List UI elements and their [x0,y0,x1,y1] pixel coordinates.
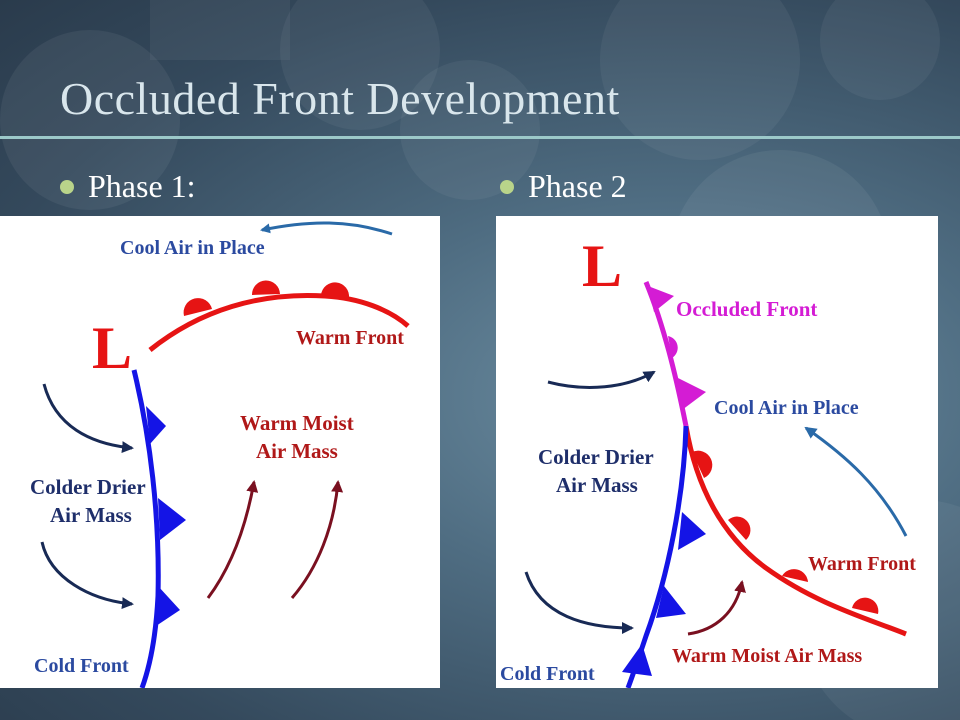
colder-air-label: Colder Drier [538,445,654,469]
warm-air-arrow [206,480,259,599]
warm-moist-label: Air Mass [256,439,338,463]
warm-front-semicircle [251,280,280,295]
cool-air-arrow [804,426,908,537]
cold-front-line [131,369,161,688]
bullet-dot [60,179,74,194]
warm-moist-label: Warm Moist [240,411,354,435]
cool-air-label: Cool Air in Place [714,397,859,419]
warm-moist-label: Warm Moist Air Mass [672,645,862,667]
warm-front-label: Warm Front [296,327,404,349]
occluded-front-triangle [648,286,674,312]
warm-front-label: Warm Front [808,553,916,575]
warm-air-arrow [687,580,746,636]
low-pressure-symbol: L [92,315,132,381]
phase1-heading: Phase 1: [60,168,196,205]
phase1-heading-text: Phase 1: [88,168,196,204]
colder-air-label: Air Mass [556,473,638,497]
warm-front-semicircle [728,516,751,540]
cool-air-label: Cool Air in Place [120,237,265,259]
warm-front-semicircle [321,282,350,298]
warm-front-semicircle [852,597,879,614]
warm-air-arrow [290,480,344,599]
cold-front-triangle [622,644,652,676]
occluded-front-semicircle [668,336,678,358]
title-divider [0,136,960,139]
colder-air-arrow [524,571,634,634]
cold-front-triangle [158,498,186,540]
colder-air-arrow [547,370,656,389]
occluded-front-label: Occluded Front [676,297,817,321]
cold-front-label: Cold Front [500,663,595,685]
cold-front-label: Cold Front [34,655,129,677]
phase2-heading-text: Phase 2 [528,168,627,204]
warm-front-line [683,425,907,637]
low-pressure-symbol: L [582,233,622,299]
colder-air-label: Air Mass [50,503,132,527]
cold-front-triangle [156,586,180,626]
phase1-diagram: Cool Air in Place Warm Front L Colder Dr… [0,216,440,688]
colder-air-arrow [42,383,134,454]
cold-front-triangle [146,406,166,444]
phase2-diagram: L Occluded Front Warm Front Cool Air in … [496,216,938,688]
phase2-heading: Phase 2 [500,168,627,205]
occluded-front-triangle [678,378,706,410]
warm-front-semicircle [183,298,212,316]
warm-front-semicircle [692,450,713,478]
warm-front-line [148,292,410,352]
warm-front-semicircle [782,569,808,582]
bullet-dot [500,179,514,194]
colder-air-label: Colder Drier [30,475,146,499]
cold-front-triangle [656,586,686,618]
colder-air-arrow [40,541,134,610]
cool-air-arrow [260,221,393,236]
slide-title: Occluded Front Development [60,73,620,124]
cold-front-triangle [678,512,706,550]
